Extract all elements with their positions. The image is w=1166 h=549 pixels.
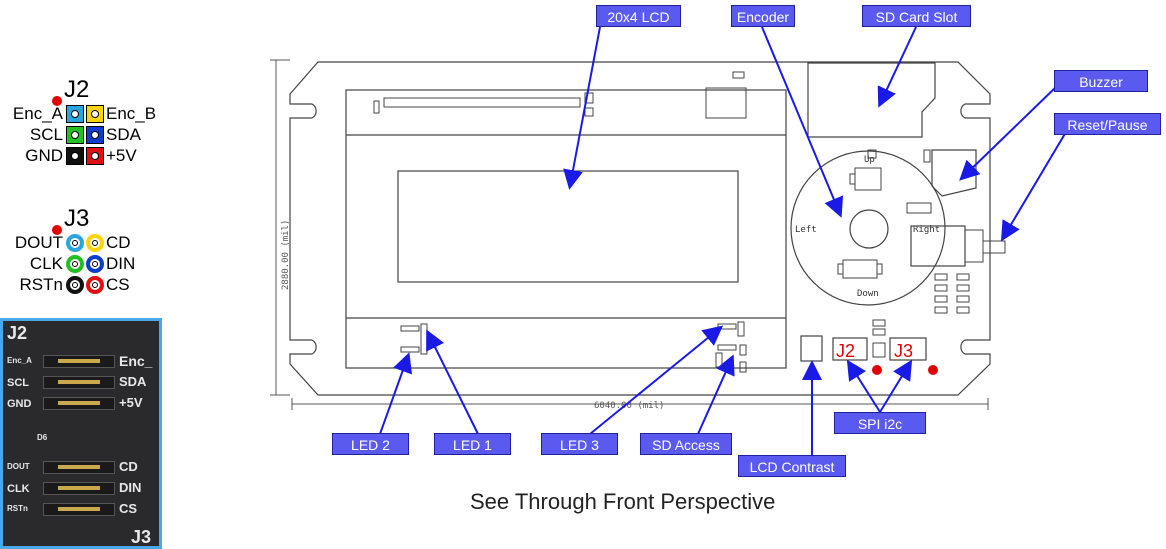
lcd-module <box>345 89 787 369</box>
lcd-connector <box>383 97 581 108</box>
photo-label-d6: D6 <box>37 433 48 442</box>
callout-encoder: Encoder <box>731 5 795 27</box>
callout-spi-i2c: SPI i2c <box>834 412 926 434</box>
photo-pin-row <box>43 355 115 368</box>
photo-label-gnd: GND <box>7 398 32 410</box>
j3-pin-pad <box>66 234 84 252</box>
lcd-viewing-area <box>397 170 739 283</box>
j3-pin-label-right: CD <box>106 233 131 252</box>
photo-label-scl: SCL <box>7 377 29 389</box>
j2-pin-label-left: GND <box>25 146 63 165</box>
callout-arrows <box>379 26 1067 456</box>
height-dimension: 2880.00 (mil) <box>281 220 291 290</box>
photo-pin-row <box>43 482 115 495</box>
j3-pin1-dot <box>52 225 62 235</box>
photo-label-sda: SDA <box>119 374 147 389</box>
photo-label-cd: CD <box>119 459 138 474</box>
encoder-down-label: Down <box>857 289 879 299</box>
photo-label-dout: DOUT <box>7 462 30 471</box>
led2-footprint <box>400 325 420 332</box>
header-photo: J2 Enc_A SCL GND DOUT CLK RSTn Enc_ SDA … <box>0 318 162 549</box>
photo-label-enc-b: Enc_ <box>119 353 153 369</box>
j2-pin-pad <box>86 105 104 123</box>
j3-pin-label-right: CS <box>106 275 130 294</box>
led1-footprint <box>400 346 420 353</box>
j2-pin-label-right: SDA <box>106 125 141 144</box>
callout-led3: LED 3 <box>541 433 618 455</box>
j2-pin1-dot <box>52 96 62 106</box>
j3-pin-pad <box>86 234 104 252</box>
led3-footprint <box>717 323 737 330</box>
board-j2-label: J2 <box>836 341 855 361</box>
photo-j3-label: J3 <box>131 527 152 547</box>
photo-label-rstn: RSTn <box>7 504 28 513</box>
j3-title: J3 <box>64 205 90 232</box>
callout-lcd: 20x4 LCD <box>596 5 681 27</box>
encoder-knob <box>849 209 889 249</box>
callout-led2: LED 2 <box>332 433 409 455</box>
j2-pin-pad <box>66 126 84 144</box>
photo-pin-row <box>43 397 115 410</box>
caption: See Through Front Perspective <box>470 489 776 514</box>
encoder-up-label: Up <box>864 155 875 165</box>
callout-reset-pause: Reset/Pause <box>1054 113 1161 135</box>
j3-pin-label-right: DIN <box>106 254 136 273</box>
photo-j2-label: J2 <box>7 323 28 343</box>
callout-buzzer: Buzzer <box>1054 70 1148 92</box>
encoder-left-label: Left <box>795 225 817 235</box>
j3-pin-pad <box>86 255 104 273</box>
sd-access-footprint <box>717 344 737 351</box>
buzzer-outline <box>931 149 977 197</box>
encoder-right-label: Right <box>913 225 940 235</box>
lcd-contrast-pot <box>800 335 823 362</box>
j2-pin-pad <box>86 126 104 144</box>
callout-lcd-contrast: LCD Contrast <box>738 455 846 477</box>
callout-led1: LED 1 <box>434 433 511 455</box>
width-dimension: 6040.00 (mil) <box>594 401 664 411</box>
photo-pin-row <box>43 376 115 389</box>
sd-card-slot-outline <box>807 62 936 138</box>
j3-pin-label-left: DOUT <box>14 233 63 252</box>
photo-label-din: DIN <box>119 480 142 495</box>
j2-title: J2 <box>64 76 90 103</box>
photo-label-enc-a: Enc_A <box>7 356 32 365</box>
j2-pin-pad <box>86 147 104 165</box>
j2-pin1-marker <box>872 365 882 375</box>
dimension-lines <box>270 59 989 410</box>
photo-label-5v: +5V <box>119 395 143 410</box>
board-outline <box>289 61 991 396</box>
j3-pin-pad <box>66 276 84 294</box>
j2-pin-label-left: SCL <box>29 125 63 144</box>
j2-pin-label-right: +5V <box>106 146 137 165</box>
j2-pin-pad <box>66 105 84 123</box>
board-j3-label: J3 <box>894 341 913 361</box>
callout-sd-card-slot: SD Card Slot <box>862 5 971 27</box>
j3-pin-pad <box>86 276 104 294</box>
j2-pin-pad <box>66 147 84 165</box>
j3-pin-label-left: CLK <box>29 254 63 273</box>
photo-pin-row <box>43 503 115 516</box>
j3-pin1-marker <box>928 365 938 375</box>
callout-sd-access: SD Access <box>640 433 732 455</box>
j2-pin-label-left: Enc_A <box>12 104 63 123</box>
photo-label-cs: CS <box>119 501 138 516</box>
j2-pin-label-right: Enc_B <box>106 104 157 123</box>
j3-pin-pad <box>66 255 84 273</box>
j3-pin-label-left: RSTn <box>19 275 63 294</box>
photo-pin-row <box>43 461 115 474</box>
photo-label-clk: CLK <box>7 483 30 495</box>
